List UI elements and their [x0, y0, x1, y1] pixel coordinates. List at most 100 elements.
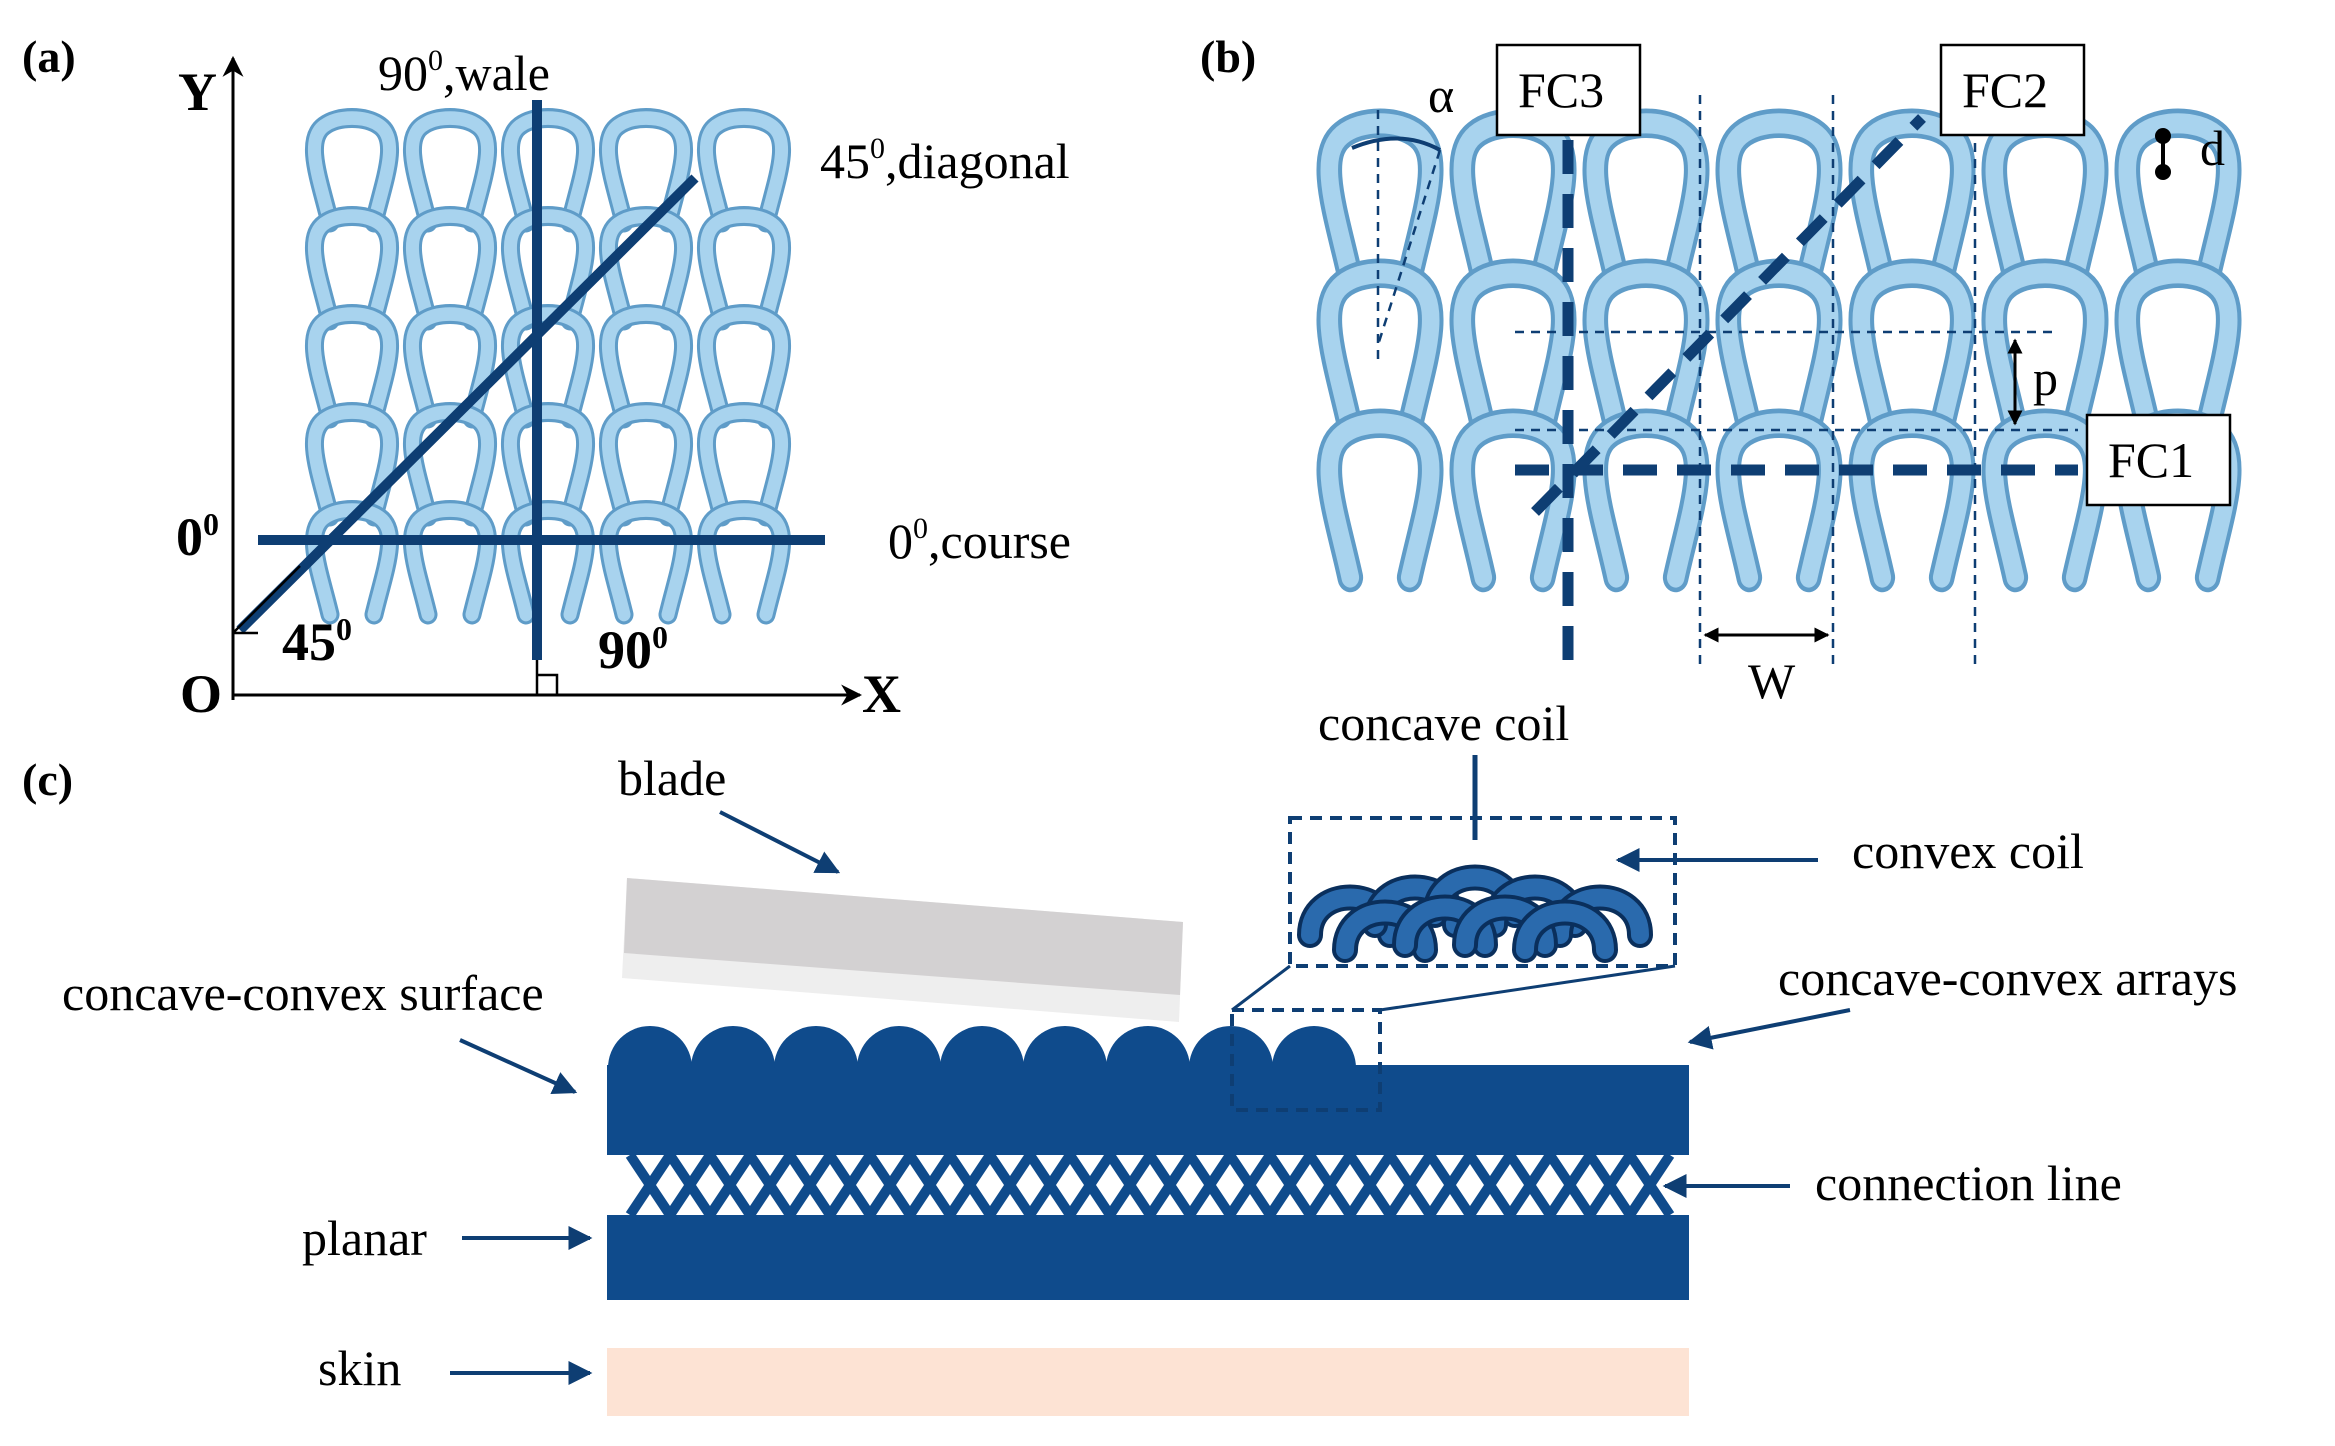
- connection-line: [1265, 1152, 1315, 1218]
- panel-a-label: (a): [22, 31, 76, 82]
- course-label: 00,course: [888, 512, 1071, 569]
- connection-line: [1305, 1152, 1355, 1218]
- knit-loop: [510, 510, 585, 614]
- blade: [624, 878, 1183, 995]
- convex-bump: [857, 1026, 941, 1068]
- knit-loop: [2127, 273, 2228, 427]
- d-label: d: [2200, 120, 2225, 176]
- arrays-arrow: [1687, 1008, 1851, 1050]
- right-angle-marker: [537, 673, 559, 695]
- zero-degree-label: 00: [176, 506, 219, 567]
- planar-label: planar: [302, 1210, 427, 1266]
- knit-loop: [1329, 273, 1430, 427]
- concave-coil-label: concave coil: [1318, 695, 1569, 751]
- connection-line: [785, 1152, 835, 1218]
- panel-b-label: (b): [1200, 31, 1256, 82]
- connection-line: [1185, 1152, 1235, 1218]
- fc3-box: [1495, 43, 1642, 137]
- knit-loop: [1728, 423, 1829, 577]
- surface-arrow: [459, 1038, 578, 1095]
- knit-loop: [608, 510, 683, 614]
- connection-line: [985, 1152, 1035, 1218]
- y-axis-label: Y: [178, 62, 217, 122]
- knit-loop: [1595, 423, 1696, 577]
- connection-line: [1465, 1152, 1515, 1218]
- connection-line: [1585, 1152, 1635, 1218]
- angle-45-label: 450: [282, 611, 352, 672]
- diagonal-label: 450,diagonal: [820, 132, 1070, 189]
- panel-c: (c) blade concave coil convex coil conca…: [22, 695, 2237, 1416]
- convex-bump: [1272, 1026, 1356, 1068]
- convex-bump: [608, 1026, 692, 1068]
- connection-line-label: connection line: [1815, 1155, 2122, 1211]
- knit-loop: [1595, 273, 1696, 427]
- diagonal-line: [236, 174, 699, 634]
- knit-loop: [1861, 423, 1962, 577]
- concave-convex-arrays-label: concave-convex arrays: [1778, 950, 2237, 1006]
- connection-line: [1065, 1152, 1115, 1218]
- knit-loop: [1994, 123, 2095, 277]
- connection-line: [825, 1152, 875, 1218]
- knit-loop: [1329, 123, 1430, 277]
- fc1-box: [2085, 413, 2232, 507]
- d-marker-top: [2155, 128, 2171, 144]
- connection-line: [1145, 1152, 1195, 1218]
- connection-line: [865, 1152, 915, 1218]
- bump-highlight-box: [1230, 1008, 1382, 1112]
- diagonal-extension: [232, 565, 301, 634]
- connection-line: [945, 1152, 995, 1218]
- fc2-box: [1939, 43, 2086, 137]
- knit-loop: [1329, 423, 1430, 577]
- panel-b: (b) α d p W FC3: [1200, 31, 2230, 709]
- connection-line: [1505, 1152, 1555, 1218]
- knit-loop: [1462, 273, 1563, 427]
- connection-line: [705, 1152, 755, 1218]
- connection-line: [1425, 1152, 1475, 1218]
- coil-illustration: [1310, 878, 1640, 951]
- panel-c-label: (c): [22, 754, 73, 805]
- blade-arrow: [719, 810, 841, 874]
- connection-line: [905, 1152, 955, 1218]
- knit-loop: [706, 510, 781, 614]
- convex-coil-label: convex coil: [1852, 823, 2084, 879]
- knit-loop: [1994, 423, 2095, 577]
- knit-loop: [1462, 123, 1563, 277]
- fc1-label: FC1: [2108, 432, 2194, 488]
- panel-a: (a) Y X O 900,wale 450,diagonal 00,cours…: [22, 31, 1071, 724]
- convex-bump: [1189, 1026, 1273, 1068]
- d-marker-bottom: [2155, 164, 2171, 180]
- alpha-arc: [1351, 136, 1441, 152]
- knit-fabric-b: [1329, 123, 2228, 577]
- zoom-connector-right: [1379, 964, 1676, 1012]
- origin-label: O: [180, 664, 222, 724]
- knit-loop: [1728, 123, 1829, 277]
- convex-bump: [1106, 1026, 1190, 1068]
- connection-line: [625, 1152, 675, 1218]
- knit-loop: [412, 510, 487, 614]
- alpha-label: α: [1428, 67, 1454, 123]
- convex-bump: [940, 1026, 1024, 1068]
- blade-label: blade: [618, 750, 726, 806]
- convex-bump: [1023, 1026, 1107, 1068]
- concave-convex-surface-label: concave-convex surface: [62, 965, 544, 1021]
- skin-label: skin: [318, 1340, 401, 1396]
- connection-line: [745, 1152, 795, 1218]
- structure-guides: [1376, 95, 2078, 665]
- angle-90-label: 900: [598, 619, 668, 680]
- p-label: p: [2033, 350, 2058, 406]
- planar-layer: [607, 1215, 1689, 1300]
- knit-loop: [1861, 273, 1962, 427]
- knit-loop: [1861, 123, 1962, 277]
- convex-bump: [691, 1026, 775, 1068]
- convex-bump: [774, 1026, 858, 1068]
- w-label: W: [1748, 653, 1796, 709]
- skin-layer: [607, 1348, 1689, 1416]
- wale-label: 900,wale: [378, 44, 550, 101]
- fc3-label: FC3: [1518, 62, 1604, 118]
- coil-zoom-box: [1288, 816, 1677, 968]
- zoom-connector-left: [1231, 964, 1291, 1012]
- knit-loop: [1595, 123, 1696, 277]
- connection-lines: [625, 1152, 1675, 1218]
- connection-line: [1545, 1152, 1595, 1218]
